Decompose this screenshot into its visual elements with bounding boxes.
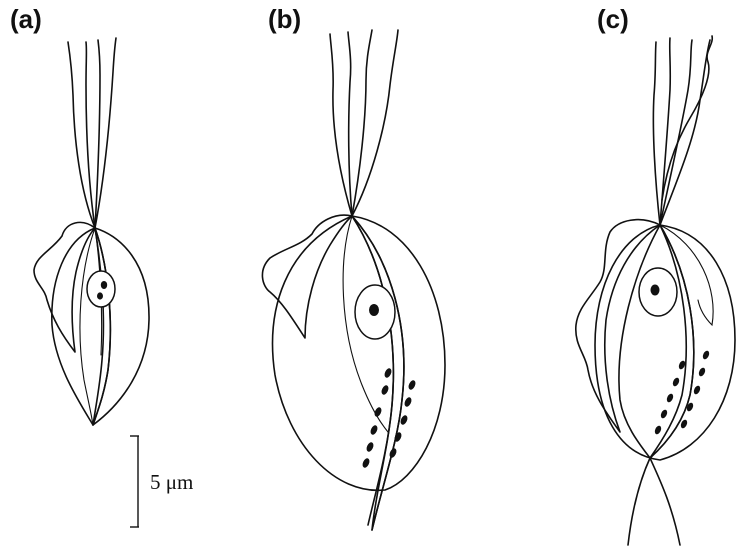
scale-bar xyxy=(130,435,139,528)
cell-a xyxy=(33,37,150,426)
undulating-membrane-a xyxy=(33,221,96,353)
undulating-membrane-b xyxy=(261,214,353,339)
scale-bar-label: 5 μm xyxy=(150,470,194,494)
panel-label-a: (a) xyxy=(10,4,42,34)
granules-b xyxy=(362,368,416,468)
nucleus-a xyxy=(86,270,116,308)
cell-body-c xyxy=(594,224,736,461)
costa-c xyxy=(649,224,695,459)
flagella-b xyxy=(329,29,399,217)
cell-body-a xyxy=(51,227,150,426)
cell-body-b xyxy=(271,215,446,492)
undulating-membrane-c xyxy=(575,218,661,433)
flagella-a xyxy=(67,37,117,229)
cell-b xyxy=(261,29,446,531)
flagella-c xyxy=(652,35,714,226)
cell-c xyxy=(575,35,736,546)
granules-c xyxy=(654,350,710,435)
panel-label-b: (b) xyxy=(268,4,302,34)
panel-label-c: (c) xyxy=(597,4,629,34)
